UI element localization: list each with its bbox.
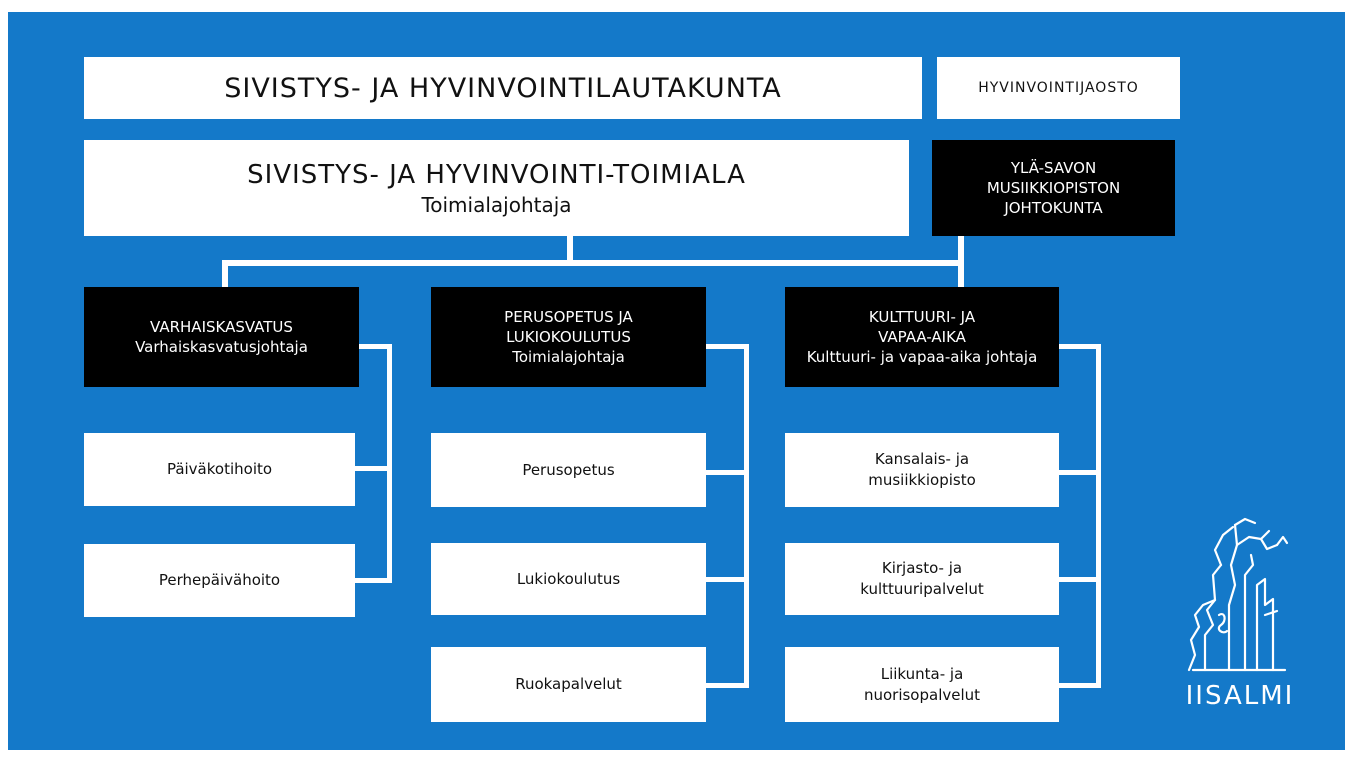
dept-head: Kulttuuri- ja vapaa-aika johtaja <box>806 348 1038 366</box>
unit-perhepaivahoito: Perhepäivähoito <box>84 544 355 617</box>
connector-varhais-spine-top <box>359 344 392 349</box>
unit-label: Perusopetus <box>522 460 615 479</box>
division-head: Toimialajohtaja <box>421 193 572 217</box>
division-title: SIVISTYS- JA HYVINVOINTI-TOIMIALA <box>247 160 746 190</box>
connector-varhais-unit-1 <box>355 466 392 471</box>
dept-name-line-1: PERUSOPETUS JA <box>504 308 633 326</box>
connector-perus-unit-1 <box>706 470 749 475</box>
unit-label-line-2: nuorisopalvelut <box>863 685 981 704</box>
dept-name-line-2: VAPAA-AIKA <box>878 328 966 346</box>
subcommittee-label: HYVINVOINTIJAOSTO <box>978 80 1139 96</box>
music-board-line-2: MUSIIKKIOPISTON <box>986 179 1121 197</box>
connector-varhais-spine <box>387 344 392 583</box>
unit-paivakotihoito: Päiväkotihoito <box>84 433 355 506</box>
logo-text: IISALMI <box>1185 681 1295 711</box>
unit-label: Perhepäivähoito <box>158 571 281 589</box>
unit-label: Ruokapalvelut <box>515 675 622 693</box>
connector-perus-unit-2 <box>706 577 749 582</box>
connector-kulttuuri-spine <box>1096 344 1101 688</box>
unit-label: Päiväkotihoito <box>166 460 273 478</box>
unit-ruokapalvelut: Ruokapalvelut <box>431 647 706 722</box>
unit-lukiokoulutus: Lukiokoulutus <box>431 543 706 615</box>
connector-bus-to-kulttuuri <box>958 236 964 290</box>
unit-kansalais-musiikkiopisto: Kansalais- ja musiikkiopisto <box>785 433 1059 507</box>
music-board-line-1: YLÄ-SAVON <box>1010 159 1097 177</box>
iisalmi-logo: IISALMI <box>1185 515 1295 711</box>
unit-label-line-1: Liikunta- ja <box>880 664 964 683</box>
dept-name-line-2: LUKIOKOULUTUS <box>506 328 631 346</box>
dept-head: Toimialajohtaja <box>512 348 625 366</box>
unit-perusopetus: Perusopetus <box>431 433 706 507</box>
division-box: SIVISTYS- JA HYVINVOINTI-TOIMIALA Toimia… <box>84 140 909 236</box>
unit-label-line-1: Kansalais- ja <box>874 450 970 468</box>
unit-kirjasto-kulttuuripalvelut: Kirjasto- ja kulttuuripalvelut <box>785 543 1059 615</box>
connector-bus-to-varhaiskasvatus <box>222 260 228 290</box>
connector-perus-spine <box>744 344 749 688</box>
dept-varhaiskasvatus: VARHAISKASVATUS Varhaiskasvatusjohtaja <box>84 287 359 387</box>
music-board-line-3: JOHTOKUNTA <box>1004 199 1103 217</box>
dept-head: Varhaiskasvatusjohtaja <box>135 338 308 356</box>
board-title: SIVISTYS- JA HYVINVOINTILAUTAKUNTA <box>224 72 782 104</box>
dept-name: VARHAISKASVATUS <box>150 318 293 336</box>
unit-label-line-1: Kirjasto- ja <box>881 559 963 577</box>
board-box: SIVISTYS- JA HYVINVOINTILAUTAKUNTA <box>84 57 922 119</box>
connector-kulttuuri-unit-3 <box>1059 683 1101 688</box>
connector-kulttuuri-unit-1 <box>1059 470 1101 475</box>
connector-division-to-bus <box>567 236 573 266</box>
connector-perus-spine-top <box>706 344 749 349</box>
connector-varhais-unit-2 <box>355 578 392 583</box>
connector-perus-unit-3 <box>706 683 749 688</box>
connector-horizontal-bus <box>222 260 964 266</box>
dept-kulttuuri: KULTTUURI- JA VAPAA-AIKA Kulttuuri- ja v… <box>785 287 1059 387</box>
connector-kulttuuri-spine-top <box>1059 344 1101 349</box>
music-board-box: YLÄ-SAVON MUSIIKKIOPISTON JOHTOKUNTA <box>932 140 1175 236</box>
dept-name-line-1: KULTTUURI- JA <box>868 308 976 326</box>
unit-label-line-2: kulttuuripalvelut <box>860 580 984 598</box>
connector-kulttuuri-unit-2 <box>1059 577 1101 582</box>
dept-perusopetus: PERUSOPETUS JA LUKIOKOULUTUS Toimialajoh… <box>431 287 706 387</box>
unit-liikunta-nuorisopalvelut: Liikunta- ja nuorisopalvelut <box>785 647 1059 722</box>
unit-label-line-2: musiikkiopisto <box>868 471 976 489</box>
tree-icon <box>1187 517 1289 672</box>
subcommittee-box: HYVINVOINTIJAOSTO <box>937 57 1180 119</box>
unit-label: Lukiokoulutus <box>516 569 621 588</box>
